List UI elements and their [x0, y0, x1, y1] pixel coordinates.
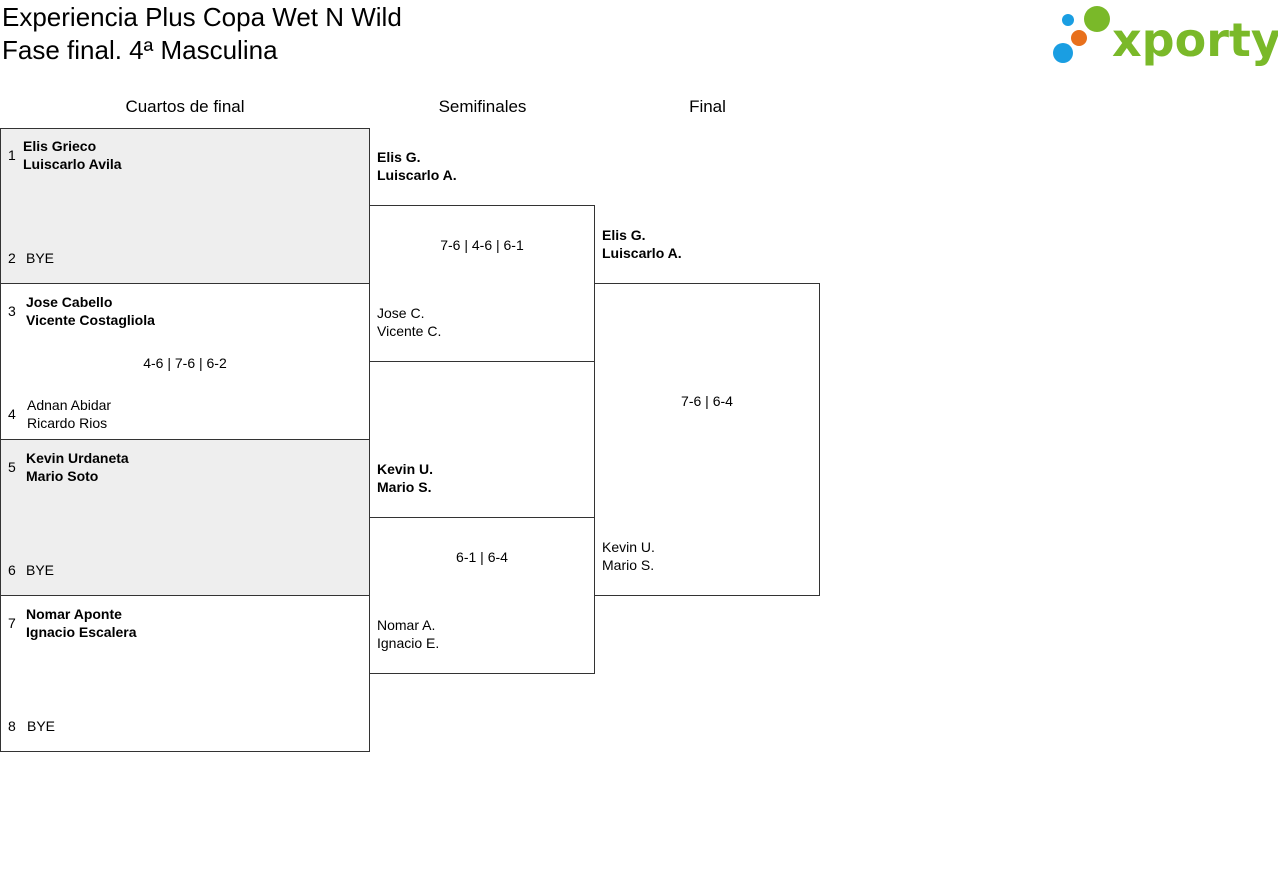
logo-dot-blue [1053, 43, 1073, 63]
round-header-final: Final [689, 97, 726, 116]
team-bye: BYE [26, 249, 54, 267]
player-name: Kevin U. [602, 539, 655, 555]
player-name: BYE [26, 562, 55, 578]
player-name: Luiscarlo A. [377, 167, 457, 183]
player-name: Nomar Aponte [26, 606, 122, 622]
player-name: Ricardo Rios [27, 415, 108, 431]
quarterfinal-match-1[interactable]: 1 Elis Grieco Luiscarlo Avila 2 BYE [0, 128, 370, 284]
seed-number: 2 [8, 250, 16, 266]
seed-number: 1 [8, 147, 16, 163]
player-name: Jose C. [377, 305, 425, 321]
logo-dot-green [1084, 6, 1110, 32]
seed-number: 5 [8, 459, 16, 475]
logo-dot-orange [1071, 30, 1087, 46]
team-loser: Kevin U. Mario S. [602, 538, 655, 574]
team-winner: Nomar Aponte Ignacio Escalera [26, 605, 137, 641]
round-header-semifinals: Semifinales [438, 97, 527, 116]
team-bye: BYE [27, 717, 55, 735]
player-name: Nomar A. [377, 617, 436, 633]
player-name: Vicente Costagliola [26, 312, 155, 328]
seed-number: 8 [8, 718, 16, 734]
seed-number: 3 [8, 303, 16, 319]
seed-number: 6 [8, 562, 16, 578]
player-name: Kevin U. [377, 461, 434, 477]
team-winner: Kevin Urdaneta Mario Soto [26, 449, 129, 485]
player-name: Elis G. [602, 227, 646, 243]
seed-number: 4 [8, 406, 16, 422]
semifinal-2-winner[interactable]: Kevin U. Mario S. [377, 460, 433, 496]
player-name: Mario Soto [26, 468, 99, 484]
match-score: 6-1 | 6-4 [456, 549, 508, 565]
semifinal-match-1[interactable]: 7-6 | 4-6 | 6-1 Jose C. Vicente C. [369, 205, 595, 362]
match-score: 7-6 | 6-4 [681, 393, 733, 409]
player-name: Vicente C. [377, 323, 442, 339]
seed-number: 7 [8, 615, 16, 631]
final-match[interactable]: 7-6 | 6-4 Kevin U. Mario S. [594, 283, 820, 596]
player-name: Kevin Urdaneta [26, 450, 129, 466]
team-loser: Jose C. Vicente C. [377, 304, 441, 340]
player-name: Ignacio Escalera [26, 624, 137, 640]
team-winner: Jose Cabello Vicente Costagliola [26, 293, 155, 329]
final-winner[interactable]: Elis G. Luiscarlo A. [602, 226, 682, 262]
semifinal-1-winner[interactable]: Elis G. Luiscarlo A. [377, 148, 457, 184]
page-title: Experiencia Plus Copa Wet N Wild [2, 2, 402, 32]
team-loser: Adnan Abidar Ricardo Rios [27, 396, 111, 432]
quarterfinal-match-3[interactable]: 5 Kevin Urdaneta Mario Soto 6 BYE [0, 439, 370, 596]
semifinal-match-2[interactable]: 6-1 | 6-4 Nomar A. Ignacio E. [369, 517, 595, 674]
player-name: Mario S. [377, 479, 432, 495]
player-name: Luiscarlo A. [602, 245, 682, 261]
logo-text: xporty [1112, 13, 1278, 67]
player-name: Jose Cabello [26, 294, 113, 310]
team-winner: Elis Grieco Luiscarlo Avila [23, 137, 122, 173]
player-name: Luiscarlo Avila [23, 156, 122, 172]
player-name: BYE [27, 718, 56, 734]
xporty-logo[interactable]: xporty [1050, 4, 1278, 68]
player-name: Ignacio E. [377, 635, 440, 651]
match-score: 4-6 | 7-6 | 6-2 [143, 355, 227, 371]
match-score: 7-6 | 4-6 | 6-1 [440, 237, 524, 253]
page-subtitle: Fase final. 4ª Masculina [2, 35, 278, 65]
team-loser: Nomar A. Ignacio E. [377, 616, 439, 652]
player-name: Elis Grieco [23, 138, 97, 154]
round-header-quarterfinals: Cuartos de final [125, 97, 245, 116]
player-name: Elis G. [377, 149, 421, 165]
quarterfinal-match-2[interactable]: 3 Jose Cabello Vicente Costagliola 4-6 |… [0, 283, 370, 440]
player-name: BYE [26, 250, 55, 266]
quarterfinal-match-4[interactable]: 7 Nomar Aponte Ignacio Escalera 8 BYE [0, 595, 370, 752]
team-bye: BYE [26, 561, 54, 579]
player-name: Adnan Abidar [27, 397, 112, 413]
logo-dot-blue-small [1062, 14, 1074, 26]
player-name: Mario S. [602, 557, 655, 573]
